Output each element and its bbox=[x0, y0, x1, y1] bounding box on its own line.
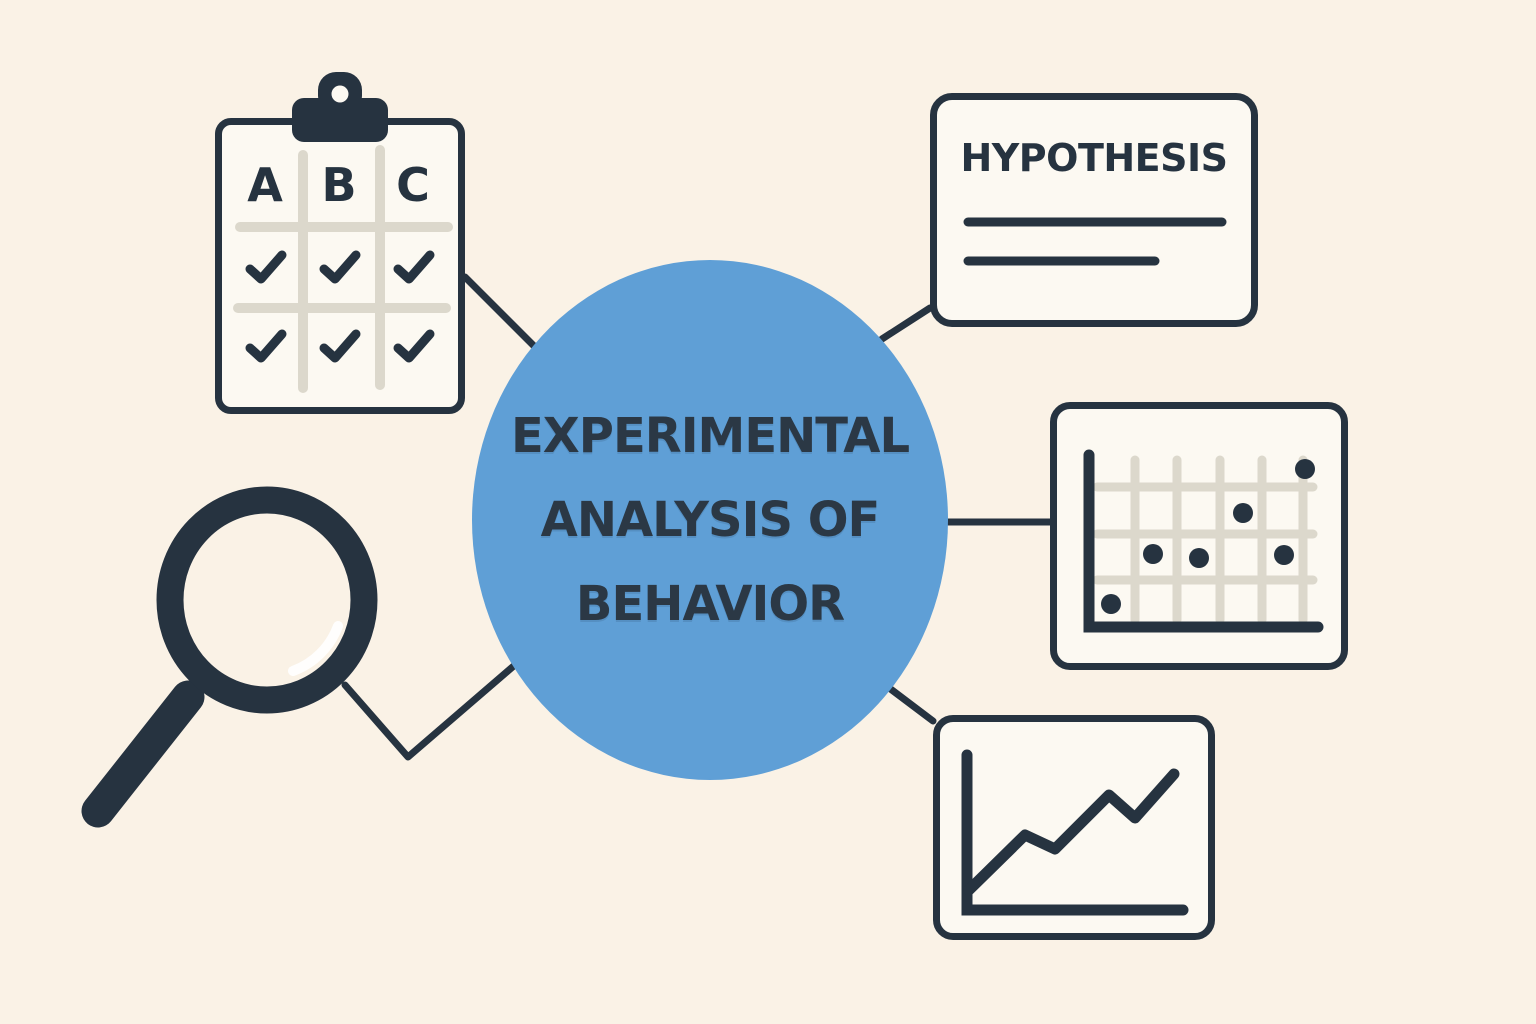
scatter-dot bbox=[1274, 545, 1294, 565]
clipboard-clip-icon bbox=[292, 72, 388, 142]
check-icon bbox=[393, 329, 435, 363]
trend-axes bbox=[961, 749, 1189, 916]
check-icon bbox=[319, 250, 361, 284]
scatter-dot bbox=[1101, 594, 1121, 614]
scatter-dot bbox=[1189, 548, 1209, 568]
central-title-line-1: EXPERIMENTAL bbox=[510, 408, 910, 464]
connector-magnifier bbox=[341, 654, 527, 761]
trend-chart-svg bbox=[961, 749, 1189, 916]
hypothesis-title: HYPOTHESIS bbox=[960, 136, 1228, 180]
connector-clipboard bbox=[461, 273, 541, 353]
trend-chart-card bbox=[933, 715, 1215, 940]
scatter-plot-card bbox=[1050, 402, 1348, 670]
clipboard-grid bbox=[233, 145, 453, 393]
central-title-line-2: ANALYSIS OF bbox=[540, 492, 881, 548]
check-icon bbox=[245, 329, 287, 363]
central-topic-circle: EXPERIMENTAL ANALYSIS OF BEHAVIOR bbox=[472, 260, 948, 780]
scatter-dot bbox=[1143, 544, 1163, 564]
clipboard-column-a: A bbox=[247, 158, 283, 212]
scatter-plot-svg bbox=[1083, 449, 1324, 633]
magnifier-icon bbox=[81, 486, 378, 828]
clipboard-column-c: C bbox=[396, 158, 430, 212]
check-icon bbox=[319, 329, 361, 363]
connector-hypothesis bbox=[878, 304, 934, 343]
scatter-dot bbox=[1233, 503, 1253, 523]
check-icon bbox=[245, 250, 287, 284]
hypothesis-text-lines bbox=[963, 217, 1227, 266]
clipboard: A B C bbox=[215, 118, 465, 414]
check-icon bbox=[393, 250, 435, 284]
scatter-axes bbox=[1083, 449, 1324, 633]
central-title-line-3: BEHAVIOR bbox=[575, 576, 845, 632]
clipboard-column-b: B bbox=[321, 158, 357, 212]
hypothesis-card: HYPOTHESIS bbox=[930, 93, 1258, 327]
trend-polyline bbox=[963, 768, 1180, 896]
scatter-dot bbox=[1295, 459, 1315, 479]
